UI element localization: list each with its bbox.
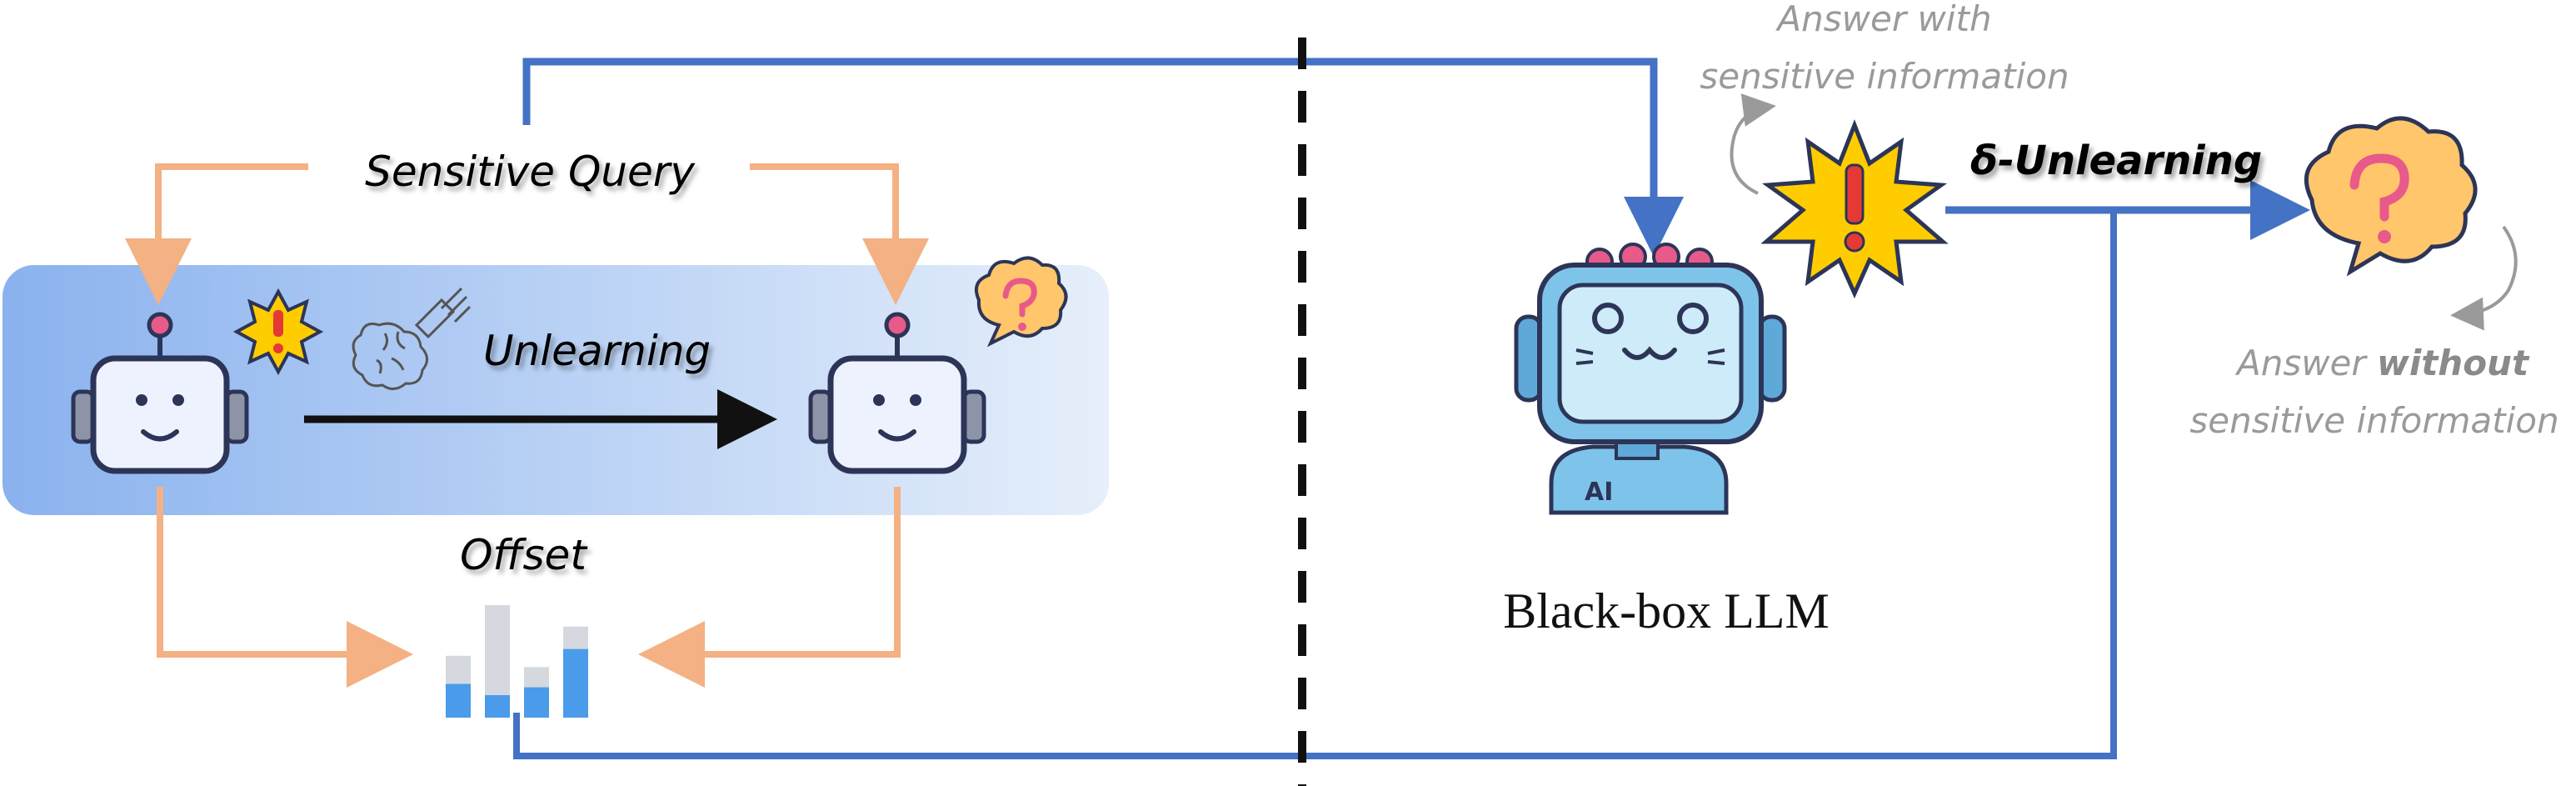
offset-bar-fg [524, 687, 549, 718]
answer-without-prefix: Answer [2234, 343, 2377, 383]
answer-with-line1: Answer with [1775, 0, 1991, 39]
answer-without-line1: Answer without [2234, 343, 2530, 383]
offset-bar-fg [485, 695, 510, 718]
original-robot-icon [71, 312, 249, 474]
question-bubble-icon-large [2304, 116, 2478, 277]
offset-bar-fg [563, 648, 588, 718]
answer-without-line2: sensitive information [2189, 400, 2559, 441]
answer-without-curve-arrow [2450, 225, 2518, 331]
unlearning-label: Unlearning [483, 327, 711, 375]
answer-with-line2: sensitive information [1700, 56, 2069, 97]
brain-eraser-icon [352, 287, 472, 390]
answer-with-curve-arrow [1730, 93, 1776, 195]
delta-unlearning-label: δ-Unlearning [1970, 138, 2262, 184]
query-to-left-robot-arrow [125, 163, 308, 305]
black-box-llm-label: Black-box LLM [1503, 583, 1830, 638]
llm-ai-badge: AI [1585, 478, 1613, 507]
query-to-right-robot-arrow [750, 163, 929, 305]
warning-icon-large [1760, 119, 1949, 299]
warning-icon-small [232, 288, 324, 376]
offset-bar-chart [446, 605, 588, 718]
right-robot-to-offset-arrow [638, 487, 901, 688]
llm-robot-icon: AI [1514, 243, 1787, 515]
sensitive-query-label: Sensitive Query [365, 148, 696, 196]
unlearned-robot-icon [808, 312, 986, 474]
offset-to-delta-line [513, 210, 2117, 759]
query-to-llm-arrow [522, 58, 1684, 257]
offset-label: Offset [460, 531, 588, 579]
question-bubble-icon-small [975, 256, 1068, 348]
offset-bar-fg [446, 683, 471, 718]
answer-without-bold: without [2377, 343, 2530, 383]
left-robot-to-offset-arrow [157, 487, 413, 688]
